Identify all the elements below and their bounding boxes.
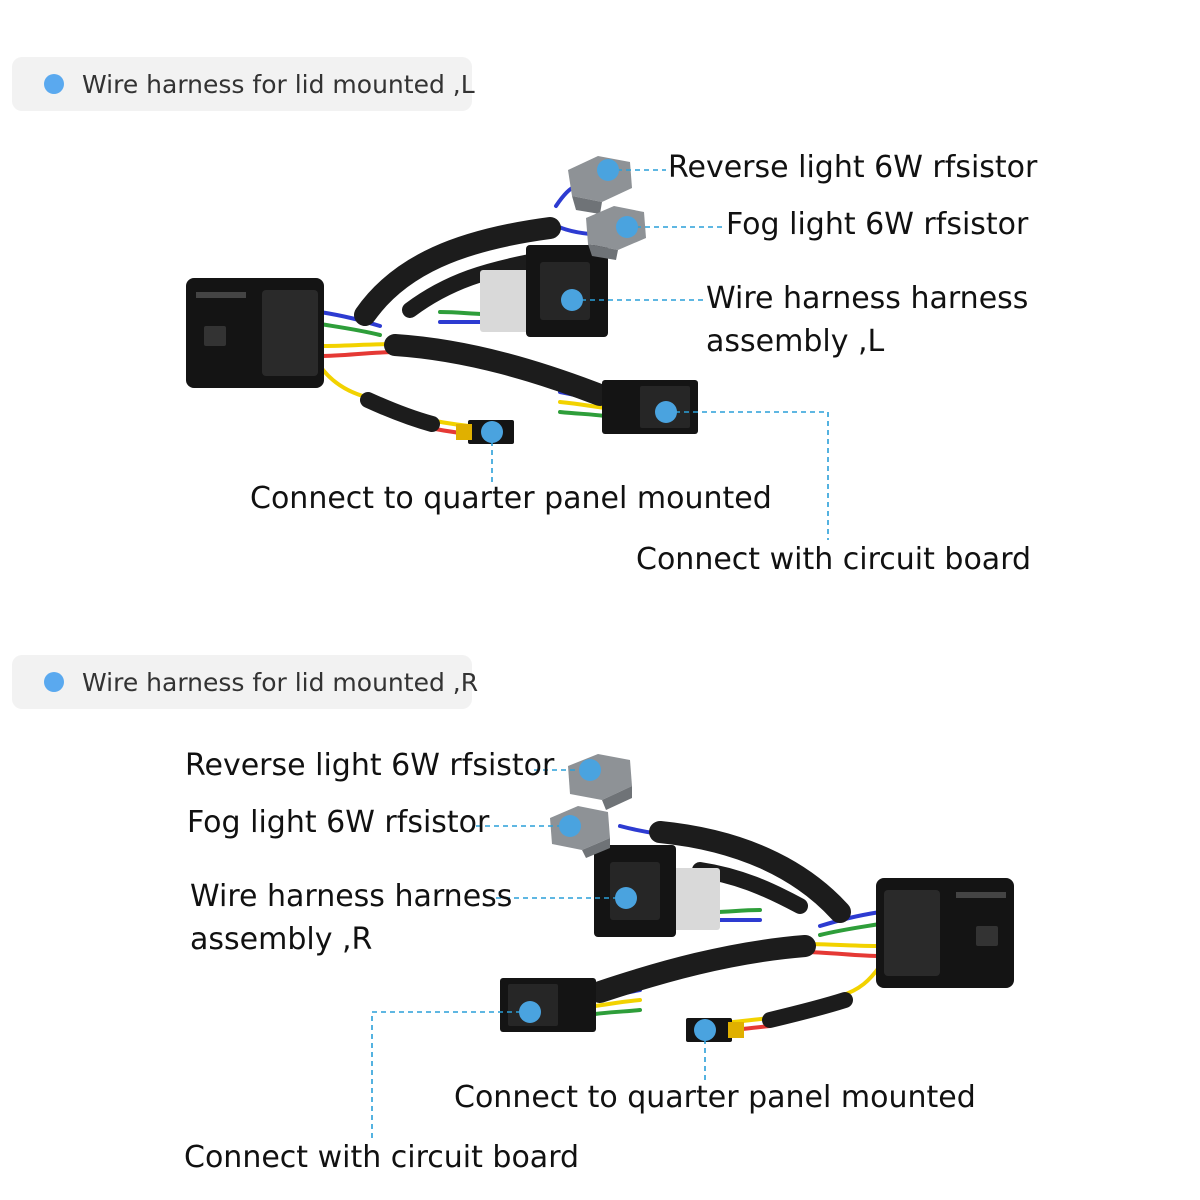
label-circuit-left: Connect with circuit board: [636, 542, 1032, 577]
board-connector-right: [500, 978, 596, 1032]
reverse-marker-icon: [579, 759, 601, 781]
label-assembly-left-line2: assembly ,L: [706, 324, 885, 359]
assembly-marker-icon: [561, 289, 583, 311]
gray-connector-fog-left: [586, 206, 646, 260]
section-title-right: Wire harness for lid mounted ,R: [82, 667, 479, 697]
cables-left: [354, 217, 611, 432]
relay-box-right: [594, 845, 720, 937]
section-header-left: Wire harness for lid mounted ,L: [12, 57, 475, 111]
fog-marker-icon: [559, 815, 581, 837]
label-circuit-right: Connect with circuit board: [184, 1140, 580, 1175]
label-quarter-right: Connect to quarter panel mounted: [454, 1080, 976, 1115]
label-assembly-left-line1: Wire harness harness: [706, 281, 1029, 316]
gray-connector-reverse-right: [568, 754, 632, 810]
leader-lines-left: [491, 169, 829, 540]
label-reverse-right: Reverse light 6W rfsistor: [185, 748, 555, 783]
label-quarter-left: Connect to quarter panel mounted: [250, 481, 772, 516]
section-header-right: Wire harness for lid mounted ,R: [12, 655, 478, 709]
bullet-dot-icon: [44, 74, 64, 94]
circuit-marker-icon: [519, 1001, 541, 1023]
relay-box-left: [480, 245, 608, 337]
harness-left: [186, 156, 829, 540]
gray-connector-fog-right: [550, 806, 610, 858]
assembly-marker-icon: [615, 887, 637, 909]
markers-right: [519, 759, 716, 1041]
bullet-dot-icon: [44, 672, 64, 692]
main-connector-right: [876, 878, 1014, 988]
label-fog-right: Fog light 6W rfsistor: [187, 805, 490, 840]
label-reverse-left: Reverse light 6W rfsistor: [668, 150, 1038, 185]
quarter-marker-icon: [481, 421, 503, 443]
main-connector-left: [186, 278, 324, 388]
quarter-marker-icon: [694, 1019, 716, 1041]
label-assembly-right-line2: assembly ,R: [190, 922, 373, 957]
section-title-left: Wire harness for lid mounted ,L: [82, 69, 475, 99]
fog-marker-icon: [616, 216, 638, 238]
label-assembly-right-line1: Wire harness harness: [190, 879, 513, 914]
label-fog-left: Fog light 6W rfsistor: [726, 207, 1029, 242]
markers-left: [481, 159, 677, 443]
circuit-marker-icon: [655, 401, 677, 423]
board-connector-left: [602, 380, 698, 434]
harness-right: [371, 754, 1014, 1140]
reverse-marker-icon: [597, 159, 619, 181]
